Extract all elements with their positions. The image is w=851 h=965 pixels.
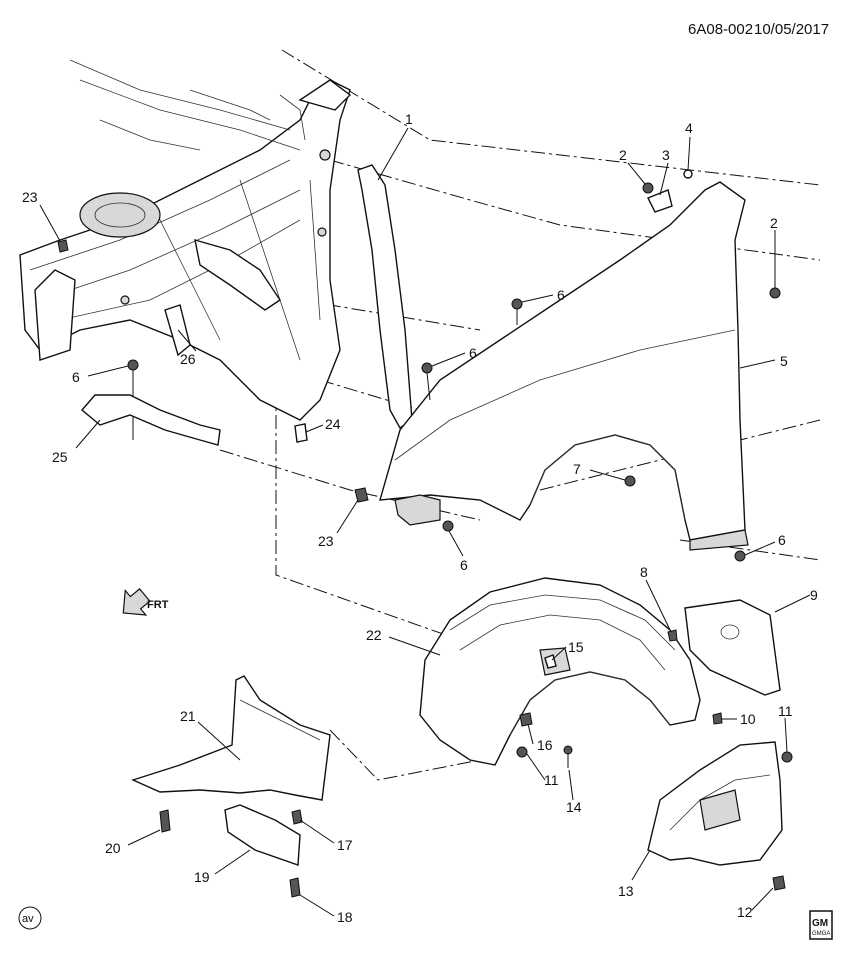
callout-6-e: 6 <box>72 369 80 385</box>
part-10-clip <box>712 712 723 725</box>
part-3-bracket <box>647 189 673 213</box>
part-4-clip <box>683 169 693 179</box>
part-24-clip <box>294 423 308 443</box>
part-1-seal-strip <box>357 164 413 430</box>
av-badge: av <box>18 906 42 930</box>
gm-logo-bottom: GMGA <box>812 931 830 937</box>
part-19-trim-strip <box>224 804 301 866</box>
av-badge-label: av <box>22 913 34 925</box>
part-17-clip <box>291 809 303 825</box>
part-5-fender <box>379 181 746 541</box>
diagram-code: 6A08-002 <box>688 21 753 38</box>
callout-2-upper: 2 <box>619 147 627 163</box>
part-20-push-pin <box>159 809 171 833</box>
callout-22: 22 <box>366 627 382 643</box>
callout-15: 15 <box>568 639 584 655</box>
callout-3: 3 <box>662 147 670 163</box>
part-6-bolt-a <box>511 298 523 325</box>
fender-lower-bracket <box>394 494 441 526</box>
part-7-plug <box>624 475 636 487</box>
callout-8: 8 <box>640 564 648 580</box>
front-direction-arrow: FRT <box>122 588 169 616</box>
part-12-bolt <box>772 875 786 891</box>
diagram-date: 10/05/2017 <box>754 21 829 38</box>
callout-6-c: 6 <box>460 557 468 573</box>
front-arrow-label: FRT <box>147 599 169 611</box>
callout-6-d: 6 <box>778 532 786 548</box>
callout-24: 24 <box>325 416 341 432</box>
gm-logo-top: GM <box>812 918 828 929</box>
callout-11-center: 11 <box>544 772 559 788</box>
part-11-nut-b <box>781 751 793 763</box>
part-6-bolt-b <box>421 362 433 401</box>
part-16-fastener <box>519 712 533 727</box>
callout-5: 5 <box>780 353 788 369</box>
callout-18: 18 <box>337 909 353 925</box>
part-2-bolt-upper <box>642 182 654 194</box>
callout-17: 17 <box>337 837 353 853</box>
callout-26: 26 <box>180 351 196 367</box>
callout-4: 4 <box>685 120 693 136</box>
part-23-nut-upper <box>57 239 69 253</box>
part-14-screw <box>563 745 573 768</box>
callout-labels: 1 2 3 4 2 6 6 5 7 6 6 23 26 6 25 24 23 8… <box>22 111 818 925</box>
callout-14: 14 <box>566 799 582 815</box>
fender-wheel-arc <box>529 434 686 521</box>
callout-20: 20 <box>105 840 121 856</box>
callout-16: 16 <box>537 737 553 753</box>
part-9-deflector <box>684 599 781 696</box>
callout-9: 9 <box>810 587 818 603</box>
callout-7: 7 <box>573 461 581 477</box>
part-11-nut-a <box>516 746 528 758</box>
part-23-nut-lower <box>354 487 369 503</box>
callout-6-a: 6 <box>557 287 565 303</box>
callout-23-lower: 23 <box>318 533 334 549</box>
callout-23-upper: 23 <box>22 189 38 205</box>
callout-6-b: 6 <box>469 345 477 361</box>
callout-12: 12 <box>737 904 753 920</box>
part-2-bolt-right <box>769 287 781 299</box>
part-6-bolt-d <box>734 550 746 562</box>
part-21-air-deflector <box>131 675 331 801</box>
callout-11-right: 11 <box>778 703 793 719</box>
part-25-support-bracket <box>81 394 221 446</box>
part-26-bracket <box>164 304 191 357</box>
part-8-clip <box>667 629 678 642</box>
callout-21: 21 <box>180 708 196 724</box>
callout-2-right: 2 <box>770 215 778 231</box>
callout-10: 10 <box>740 711 756 727</box>
part-18-push-pin <box>289 877 301 898</box>
callout-13: 13 <box>618 883 634 899</box>
gm-logo: GM GMGA <box>809 910 833 940</box>
callout-25: 25 <box>52 449 68 465</box>
callout-1: 1 <box>405 111 413 127</box>
body-structure <box>19 59 352 421</box>
callout-19: 19 <box>194 869 210 885</box>
part-6-bolt-c <box>442 520 454 532</box>
leader-lines <box>39 127 811 917</box>
